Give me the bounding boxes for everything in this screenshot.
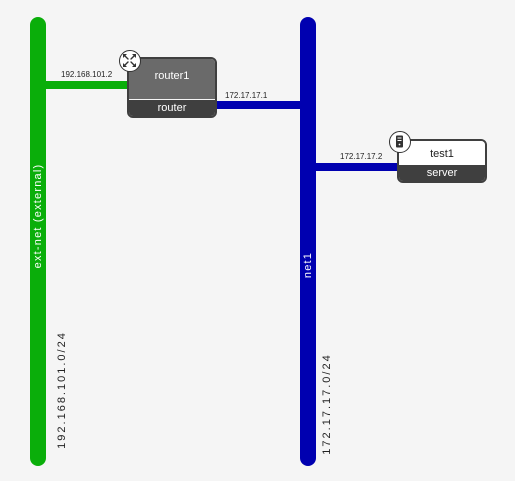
network-net1-cidr: 172.17.17.0/24 [321,353,333,455]
server-icon [389,131,411,153]
network-ext-net[interactable] [30,17,46,466]
link-router-net1 [216,101,301,109]
network-net1[interactable] [300,17,316,466]
link-router-ext-net [46,81,128,89]
server-name: test1 [399,141,485,167]
router-internal-ip: 172.17.17.1 [225,91,268,100]
link-server-net1 [316,163,398,171]
network-ext-net-cidr: 192.168.101.0/24 [56,331,68,449]
router-type: router [129,100,215,116]
network-net1-name: net1 [302,251,314,279]
network-ext-net-name: ext-net (external) [32,163,44,269]
router-external-ip: 192.168.101.2 [61,70,113,79]
server-node[interactable]: test1 server [397,139,487,183]
server-ip: 172.17.17.2 [340,152,383,161]
router-arrows-icon [119,50,141,72]
router-name: router1 [129,59,215,99]
server-type: server [399,165,485,181]
router-node[interactable]: router1 router [127,57,217,118]
